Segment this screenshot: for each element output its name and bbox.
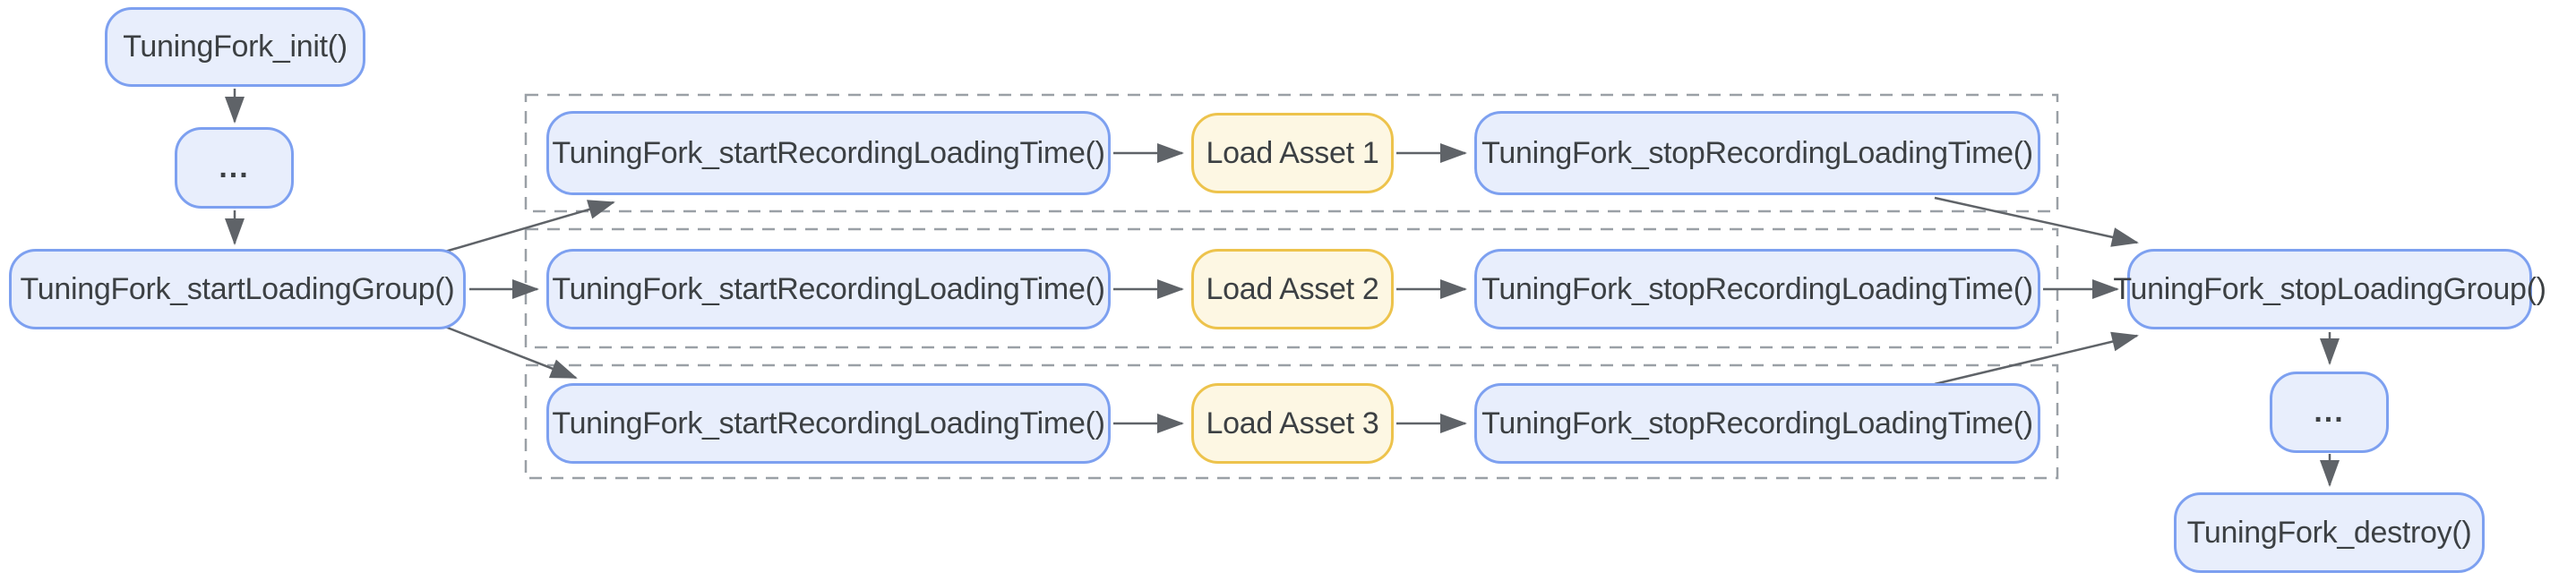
lane-1-stop-recording-node: TuningFork_stopRecordingLoadingTime() [1474, 111, 2040, 195]
lane-2-load-asset-node: Load Asset 2 [1191, 249, 1394, 329]
lane-3-start-recording-node: TuningFork_startRecordingLoadingTime() [546, 383, 1111, 464]
node-stop-loading-group: TuningFork_stopLoadingGroup() [2113, 249, 2546, 329]
arrow-start-group-to-lane-3 [444, 325, 578, 380]
node-ellipsis-bottom: ... [2270, 372, 2389, 453]
arrow-lane-1-to-stop-group [1934, 196, 2139, 247]
node-ellipsis-top: ... [175, 127, 294, 209]
node-tuningfork-init: TuningFork_init() [105, 7, 365, 87]
node-start-loading-group: TuningFork_startLoadingGroup() [9, 249, 466, 329]
lane-1-load-asset-node: Load Asset 1 [1191, 113, 1394, 193]
arrow-start-group-to-lane-1 [444, 200, 615, 253]
lane-3-group-outline [524, 363, 2059, 480]
lane-3-load-asset-node: Load Asset 3 [1191, 383, 1394, 464]
lane-2-stop-recording-node: TuningFork_stopRecordingLoadingTime() [1474, 249, 2040, 329]
lane-2-start-recording-node: TuningFork_startRecordingLoadingTime() [546, 249, 1111, 329]
lane-3-stop-recording-node: TuningFork_stopRecordingLoadingTime() [1474, 383, 2040, 464]
lane-1-start-recording-node: TuningFork_startRecordingLoadingTime() [546, 111, 1111, 195]
node-tuningfork-destroy: TuningFork_destroy() [2174, 492, 2485, 573]
arrow-lane-3-to-stop-group [1934, 331, 2139, 386]
lane-1-group-outline [524, 93, 2059, 213]
